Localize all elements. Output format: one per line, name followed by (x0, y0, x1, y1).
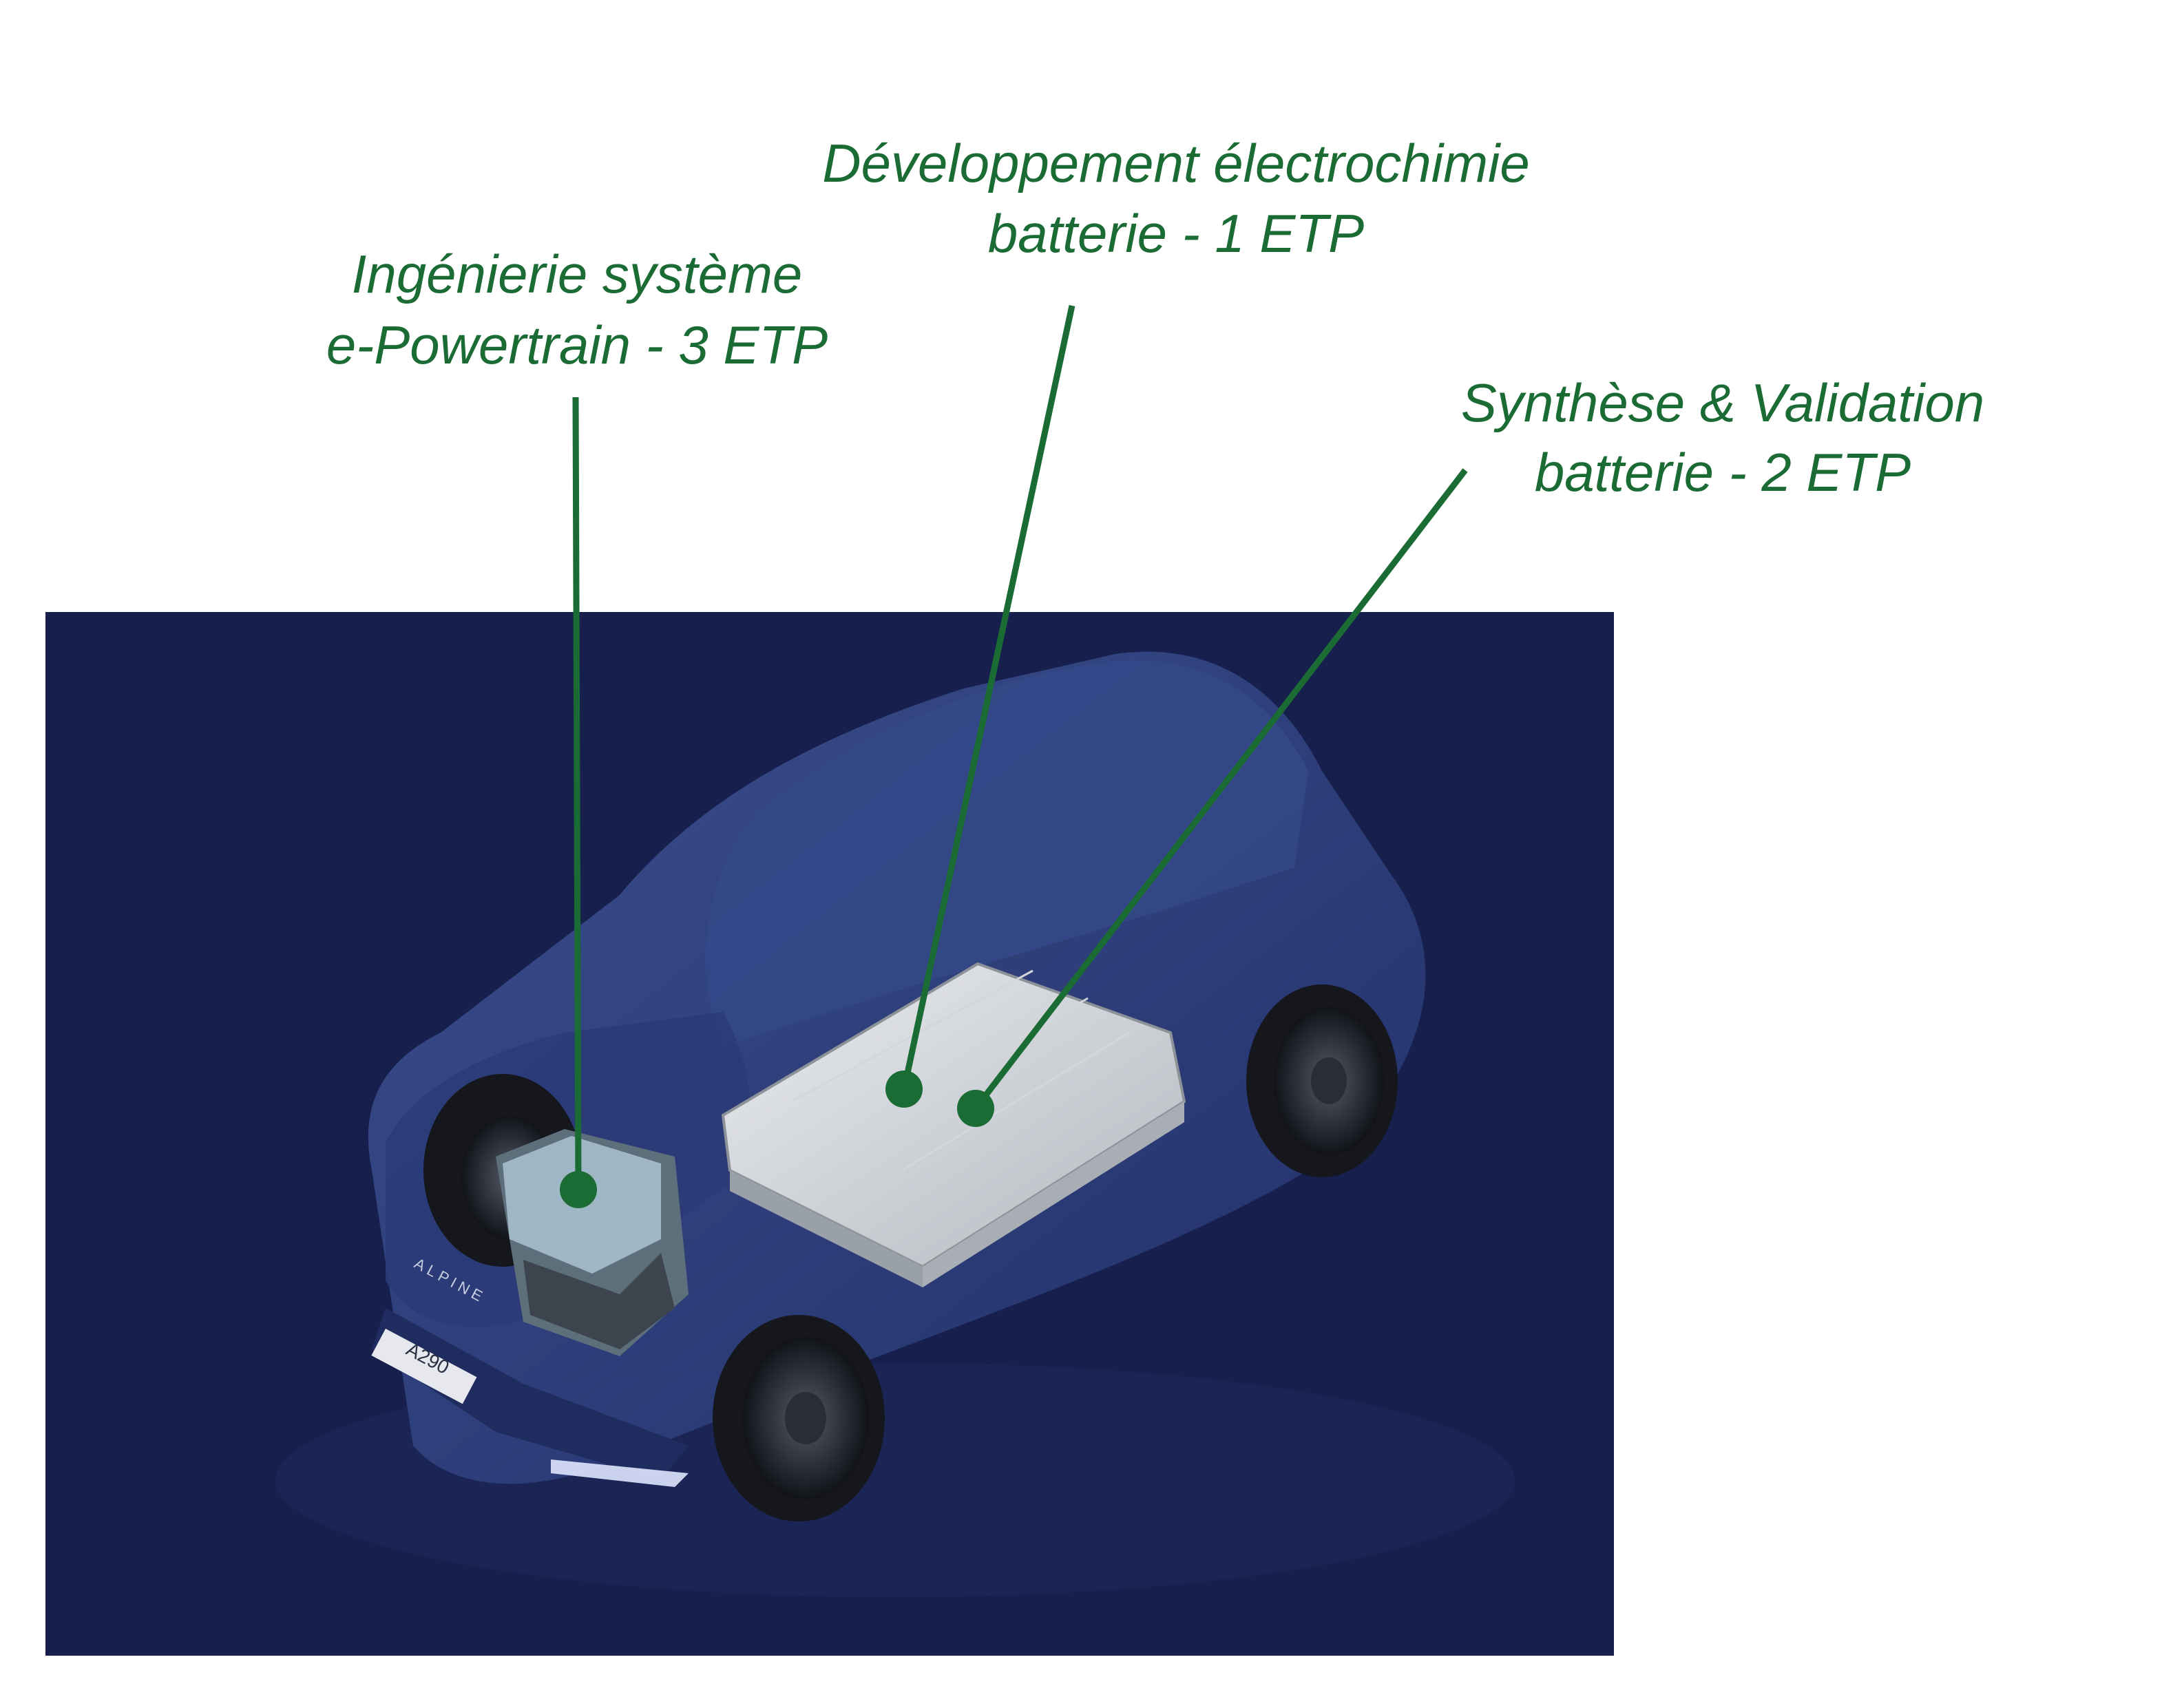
callout-synthese-line1: Synthèse & Validation (1461, 372, 1984, 433)
front-right-wheel (713, 1315, 885, 1521)
callout-ingenierie-line2: e-Powertrain - 3 ETP (326, 315, 828, 375)
callout-developpement: Développement électrochimie batterie - 1… (822, 133, 1530, 264)
leader-line-developpement (901, 305, 1075, 1090)
leader-line-synthese (973, 468, 1468, 1110)
marker-ingenierie (560, 1171, 597, 1208)
marker-synthese (957, 1090, 994, 1127)
callout-synthese-line2: batterie - 2 ETP (1535, 442, 1911, 503)
callout-developpement-line1: Développement électrochimie (822, 133, 1530, 193)
callout-ingenierie-line1: Ingénierie système (352, 244, 803, 304)
rear-right-wheel (1246, 984, 1398, 1177)
callout-developpement-line2: batterie - 1 ETP (988, 203, 1364, 264)
battery-pack (721, 962, 1186, 1287)
marker-developpement (885, 1071, 923, 1108)
leader-line-ingenierie (572, 397, 582, 1190)
callout-synthese: Synthèse & Validation batterie - 2 ETP (1461, 372, 1984, 503)
callout-ingenierie: Ingénierie système e-Powertrain - 3 ETP (326, 244, 828, 375)
